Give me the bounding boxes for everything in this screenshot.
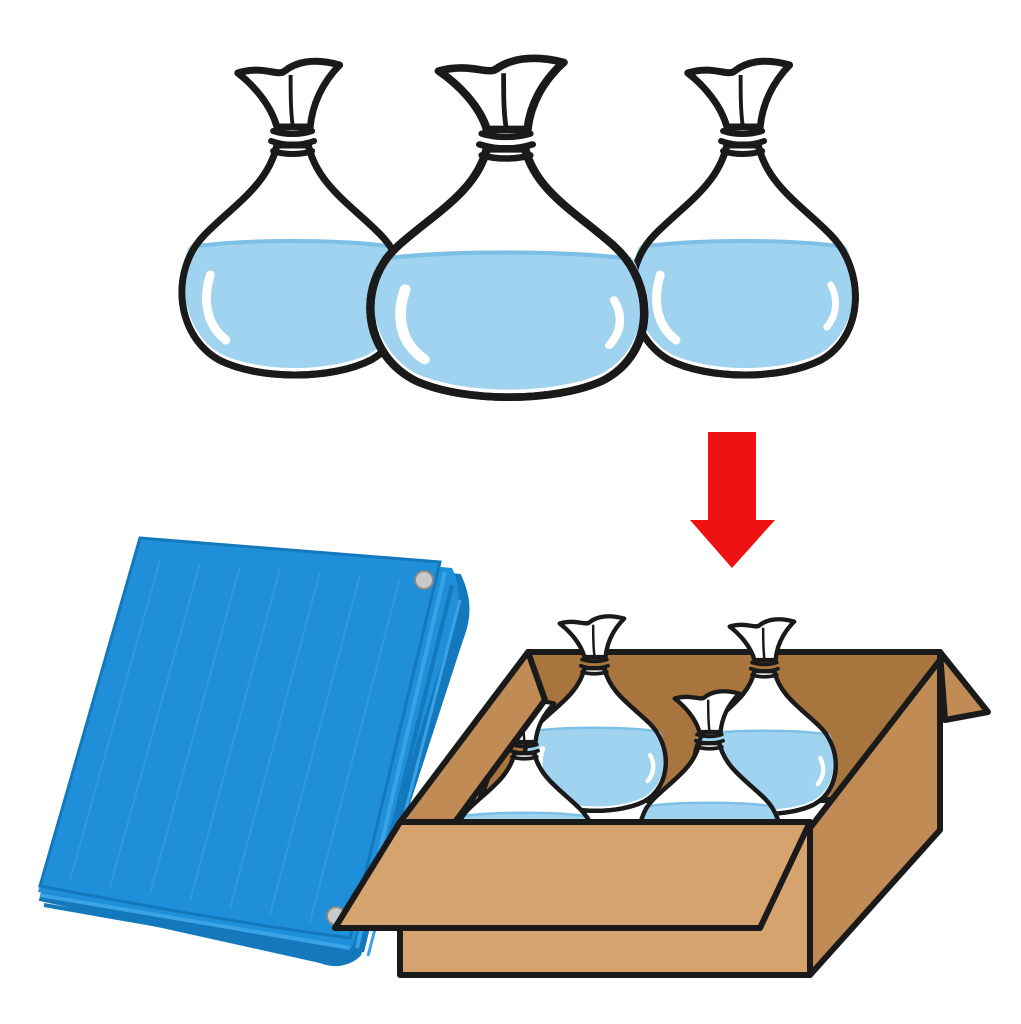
grommet-top xyxy=(414,570,434,590)
water-bag-icon xyxy=(632,61,856,375)
water-bag-right xyxy=(632,61,856,375)
water-bag-center xyxy=(370,58,644,397)
cardboard-box-icon xyxy=(332,616,991,978)
water-bag-icon xyxy=(370,58,644,397)
down-arrow-icon xyxy=(690,432,775,568)
folded-tarp-icon xyxy=(38,536,470,967)
